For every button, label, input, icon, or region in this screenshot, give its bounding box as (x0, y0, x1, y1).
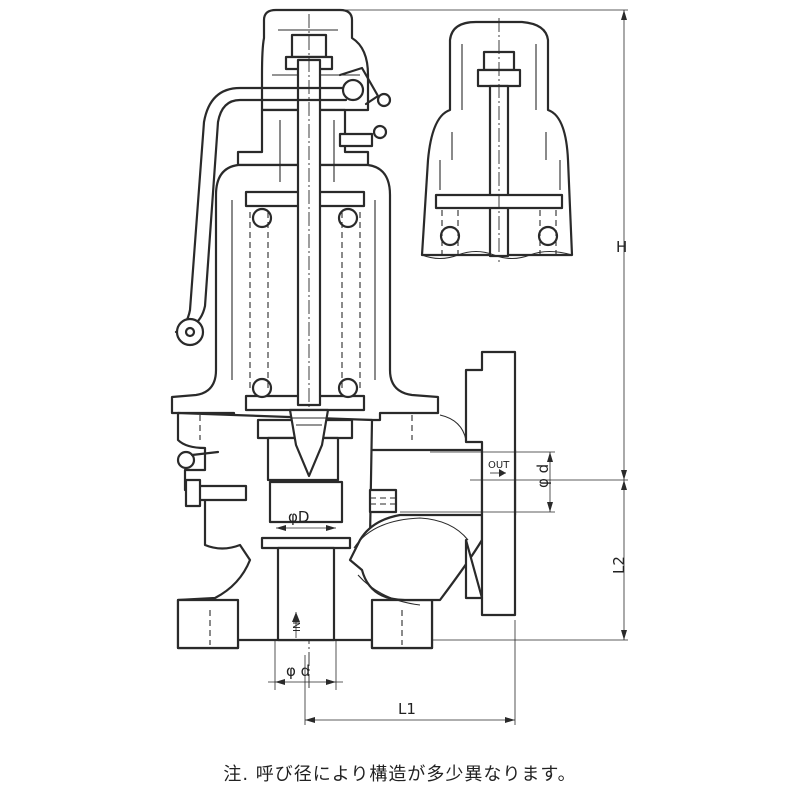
label-length1: L1 (398, 700, 416, 718)
label-seat-bore: φD (288, 508, 309, 526)
label-length2: L2 (610, 556, 628, 574)
dimensions (268, 9, 628, 725)
label-height: H (616, 238, 627, 256)
valve-body (170, 8, 517, 690)
label-outlet-bore: φ d (534, 464, 552, 488)
footnote: 注. 呼び径により構造が多少異なります。 (223, 764, 577, 785)
label-inlet-bore: φ d (286, 662, 310, 680)
lever (174, 66, 392, 347)
label-inlet: IN (292, 622, 303, 632)
inset-detail (420, 18, 574, 262)
label-outlet: OUT (488, 460, 510, 471)
